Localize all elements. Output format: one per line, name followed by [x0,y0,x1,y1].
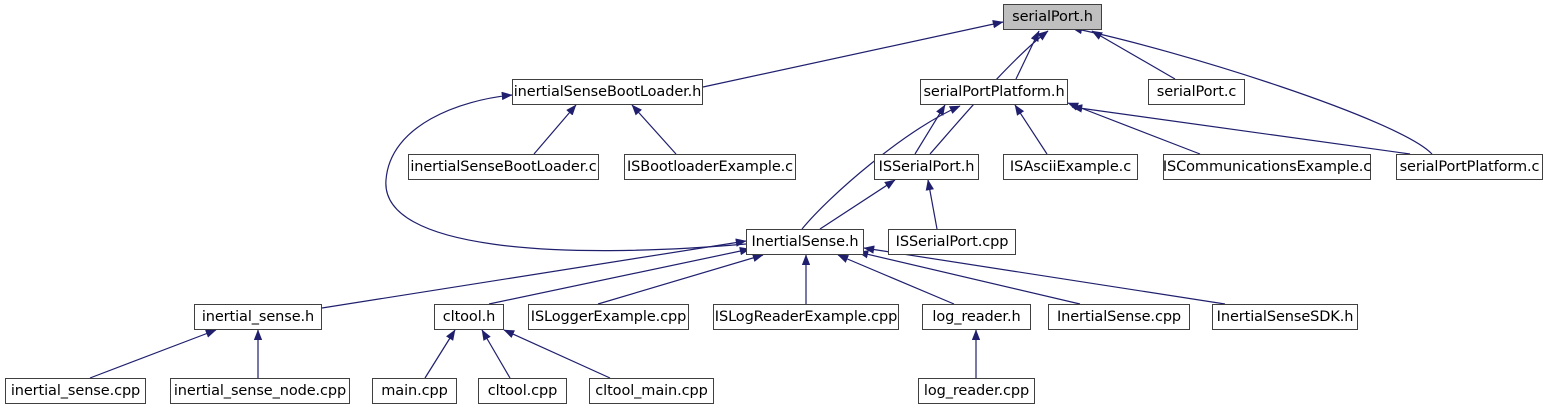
graph-edge-inertial-sense-cpp-to-inertial-sense-h [89,329,217,379]
graph-node-cltool-h[interactable]: cltool.h [434,304,504,330]
graph-edge-serialPortPlatform-c-to-serialPort-h [1071,25,1433,155]
graph-node-cltool-cpp[interactable]: cltool.cpp [478,378,567,404]
graph-node-main-cpp[interactable]: main.cpp [372,378,457,404]
graph-node-InertialSenseSDK-h[interactable]: InertialSenseSDK.h [1212,304,1358,330]
graph-node-inertial-sense-cpp[interactable]: inertial_sense.cpp [5,378,146,404]
graph-edge-main-cpp-to-cltool-h [424,329,456,379]
graph-node-InertialSense-cpp[interactable]: InertialSense.cpp [1048,304,1190,330]
graph-node-inertial-sense-h[interactable]: inertial_sense.h [194,304,322,330]
graph-node-ISSerialPort-cpp[interactable]: ISSerialPort.cpp [888,229,1016,255]
graph-node-log-reader-cpp[interactable]: log_reader.cpp [918,378,1035,404]
graph-edge-ISLoggerExample-cpp-to-InertialSense-h [597,253,764,305]
graph-node-inertialSenseBootLoader-c[interactable]: inertialSenseBootLoader.c [408,154,599,180]
graph-node-ISAsciiExample-c[interactable]: ISAsciiExample.c [1003,154,1138,180]
graph-node-serialPortPlatform-h[interactable]: serialPortPlatform.h [920,79,1068,105]
graph-node-serialPort-c[interactable]: serialPort.c [1148,79,1245,105]
graph-edge-ISAsciiExample-c-to-serialPortPlatform-h [1014,104,1048,155]
graph-node-ISBootloaderExample-c[interactable]: ISBootloaderExample.c [624,154,796,180]
graph-node-ISCommunicationsExample-c[interactable]: ISCommunicationsExample.c [1163,154,1371,180]
graph-node-serialPortPlatform-c[interactable]: serialPortPlatform.c [1396,154,1543,180]
graph-edge-InertialSense-cpp-to-InertialSense-h [857,250,1081,305]
graph-edge-serialPortPlatform-c-to-serialPortPlatform-h [1071,104,1411,155]
graph-edge-serialPort-c-to-serialPort-h [1091,30,1176,80]
graph-node-inertialSenseBootLoader-h[interactable]: inertialSenseBootLoader.h [512,79,703,105]
graph-edge-InertialSenseSDK-h-to-InertialSense-h [863,245,1226,305]
graph-node-log-reader-h[interactable]: log_reader.h [922,304,1031,330]
graph-node-serialPort-h[interactable]: serialPort.h [1003,4,1102,30]
graph-node-ISLoggerExample-cpp[interactable]: ISLoggerExample.cpp [528,304,689,330]
graph-edge-cltool-h-to-InertialSense-h [488,246,751,305]
graph-edge-ISBootloaderExample-c-to-inertialSenseBootLoader-h [631,104,677,155]
graph-node-ISLogReaderExample-cpp[interactable]: ISLogReaderExample.cpp [713,304,899,330]
graph-edge-cltool-main-cpp-to-cltool-h [503,329,611,379]
graph-node-cltool-main-cpp[interactable]: cltool_main.cpp [589,378,714,404]
graph-edge-InertialSense-h-to-ISSerialPort-h [819,179,896,230]
graph-edge-inertialSenseBootLoader-c-to-inertialSenseBootLoader-h [533,104,577,155]
graph-node-inertial-sense-node-cpp[interactable]: inertial_sense_node.cpp [170,378,350,404]
graph-node-ISSerialPort-h[interactable]: ISSerialPort.h [874,154,979,180]
graph-edge-ISSerialPort-cpp-to-ISSerialPort-h [925,179,938,230]
graph-edge-inertialSenseBootLoader-h-to-serialPort-h [702,20,1004,88]
graph-edge-inertial-sense-h-to-InertialSense-h [321,238,747,309]
graph-edge-ISSerialPort-h-to-serialPortPlatform-h [914,104,946,155]
graph-edge-serialPortPlatform-h-to-serialPort-h [1015,30,1040,80]
graph-node-InertialSense-h[interactable]: InertialSense.h [746,229,864,255]
graph-edge-ISCommunicationsExample-c-to-serialPortPlatform-h [1067,102,1201,155]
graph-edge-log-reader-h-to-InertialSense-h [837,254,955,305]
graph-edge-cltool-cpp-to-cltool-h [481,329,511,379]
